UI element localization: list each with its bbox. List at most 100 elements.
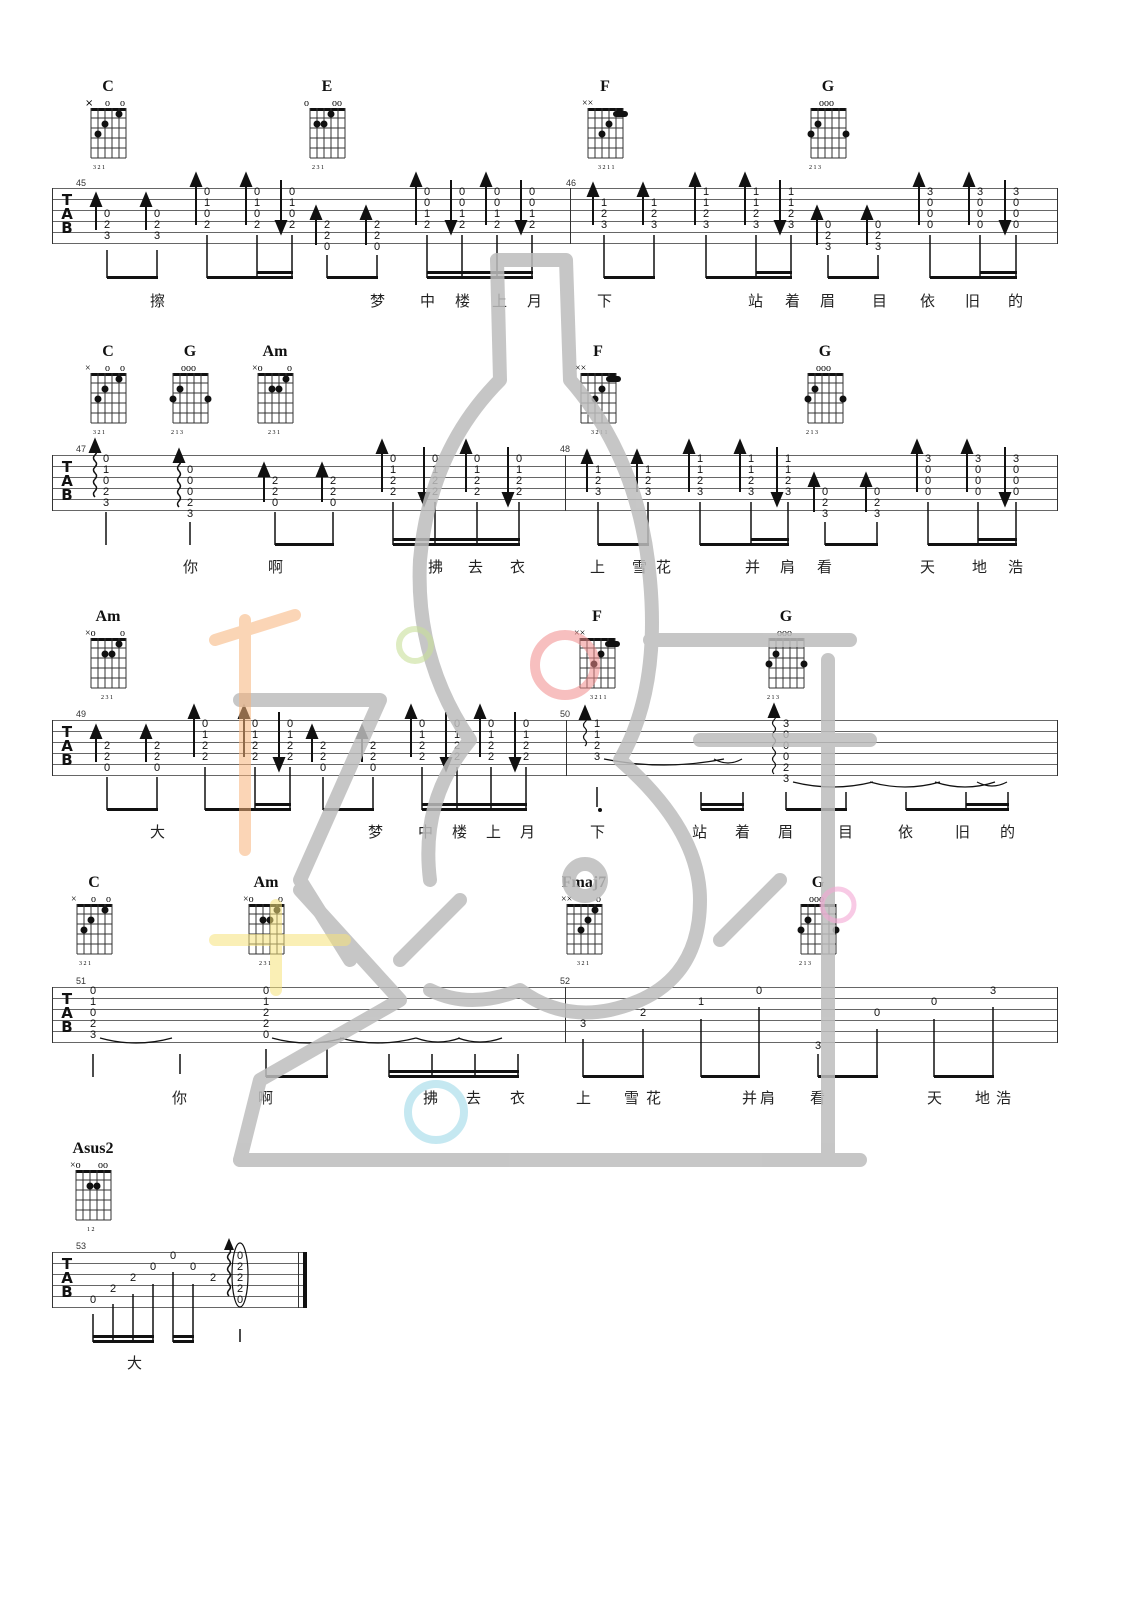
svg-text:2: 2 [753, 208, 759, 220]
svg-text:0: 0 [825, 219, 831, 231]
lyric: 地 [972, 558, 988, 576]
chord-diagram-g: ooo 2 1 3 [804, 363, 847, 436]
svg-text:0: 0 [187, 464, 193, 476]
svg-text:2: 2 [390, 475, 396, 487]
svg-text:o: o [120, 98, 125, 109]
svg-text:0: 0 [150, 1261, 156, 1273]
lyric: 依 [920, 292, 936, 310]
svg-text:0: 0 [237, 1250, 243, 1262]
lyric: 月 [527, 292, 543, 310]
svg-text:1: 1 [289, 197, 295, 209]
svg-text:2: 2 [432, 486, 438, 498]
svg-text:3: 3 [825, 241, 831, 253]
svg-text:2: 2 [272, 475, 278, 487]
lyric: 雪 [632, 558, 648, 576]
svg-text:××: ×× [575, 363, 586, 374]
svg-text:ooo: ooo [819, 98, 834, 109]
svg-text:0: 0 [202, 718, 208, 730]
svg-text:2: 2 [494, 219, 500, 231]
svg-text:0: 0 [1013, 197, 1019, 209]
chord-name: F [593, 343, 603, 360]
svg-text:1: 1 [785, 453, 791, 465]
svg-text:2: 2 [523, 751, 529, 763]
svg-text:0: 0 [1013, 219, 1019, 231]
final-barline-thin [298, 1252, 299, 1308]
svg-text:0: 0 [263, 1029, 269, 1041]
lyric: 拂 [428, 558, 444, 576]
svg-text:2: 2 [272, 486, 278, 498]
svg-text:1: 1 [788, 186, 794, 198]
svg-text:0: 0 [103, 475, 109, 487]
svg-text:0: 0 [1013, 208, 1019, 220]
svg-text:0: 0 [1013, 475, 1019, 487]
chord-name: Asus2 [72, 1140, 114, 1157]
svg-text:2: 2 [474, 486, 480, 498]
svg-text:3: 3 [748, 486, 754, 498]
svg-text:2: 2 [785, 475, 791, 487]
svg-text:3: 3 [645, 486, 651, 498]
lyric: 梦 [368, 823, 384, 841]
svg-text:3: 3 [90, 1029, 96, 1041]
lyric: 的 [1000, 823, 1016, 841]
svg-text:0: 0 [977, 208, 983, 220]
svg-text:0: 0 [90, 1007, 96, 1019]
svg-text:0: 0 [927, 219, 933, 231]
svg-text:0: 0 [289, 186, 295, 198]
lyric: 你 [172, 1089, 188, 1107]
svg-text:2 3 1: 2 3 1 [101, 695, 113, 701]
chord-name: F [600, 78, 610, 95]
svg-text:2: 2 [110, 1283, 116, 1295]
lyric: 旧 [965, 292, 981, 310]
svg-text:2: 2 [748, 475, 754, 487]
svg-text:3: 3 [815, 1040, 821, 1052]
lyric: 花 [656, 558, 672, 576]
lyric: 目 [872, 292, 888, 310]
svg-text:2: 2 [822, 497, 828, 509]
svg-text:3: 3 [1013, 453, 1019, 465]
chord-name: Fmaj7 [561, 874, 607, 891]
svg-text:0: 0 [254, 186, 260, 198]
svg-text:2: 2 [454, 751, 460, 763]
svg-text:3: 3 [753, 219, 759, 231]
svg-text:0: 0 [927, 208, 933, 220]
chord-name: G [811, 874, 825, 891]
lyric: 上 [486, 823, 502, 841]
svg-text:0: 0 [90, 985, 96, 997]
svg-text:2: 2 [825, 230, 831, 242]
svg-text:1: 1 [788, 197, 794, 209]
svg-text:2: 2 [210, 1272, 216, 1284]
svg-text:3: 3 [580, 1018, 586, 1030]
chord-diagram-f: ×× 3 2 1 1 [575, 363, 621, 436]
svg-text:1: 1 [651, 197, 657, 209]
svg-text:3: 3 [601, 219, 607, 231]
svg-text:3: 3 [595, 486, 601, 498]
svg-text:1: 1 [254, 197, 260, 209]
lyric: 看 [817, 558, 833, 576]
lyric: 啊 [258, 1089, 274, 1107]
svg-text:0: 0 [187, 486, 193, 498]
svg-text:3: 3 [103, 497, 109, 509]
svg-text:o: o [278, 894, 283, 905]
svg-text:3 2 1: 3 2 1 [93, 165, 105, 171]
lyric: 的 [1008, 292, 1024, 310]
svg-text:0: 0 [204, 186, 210, 198]
svg-text:2: 2 [424, 219, 430, 231]
svg-text:3: 3 [697, 486, 703, 498]
svg-text:2 3 1: 2 3 1 [312, 165, 324, 171]
svg-text:0: 0 [875, 219, 881, 231]
chord-name: C [88, 874, 100, 891]
barline [1057, 188, 1058, 244]
svg-text:3: 3 [925, 453, 931, 465]
final-barline-thick [303, 1252, 307, 1308]
barline [52, 455, 53, 511]
lyric: 中 [420, 292, 436, 310]
lyric: 下 [590, 823, 606, 841]
measure-number: 45 [76, 178, 87, 188]
chord-diagram-g: ooo 2 1 3 [807, 98, 850, 171]
svg-text:2: 2 [374, 230, 380, 242]
svg-text:1: 1 [753, 197, 759, 209]
